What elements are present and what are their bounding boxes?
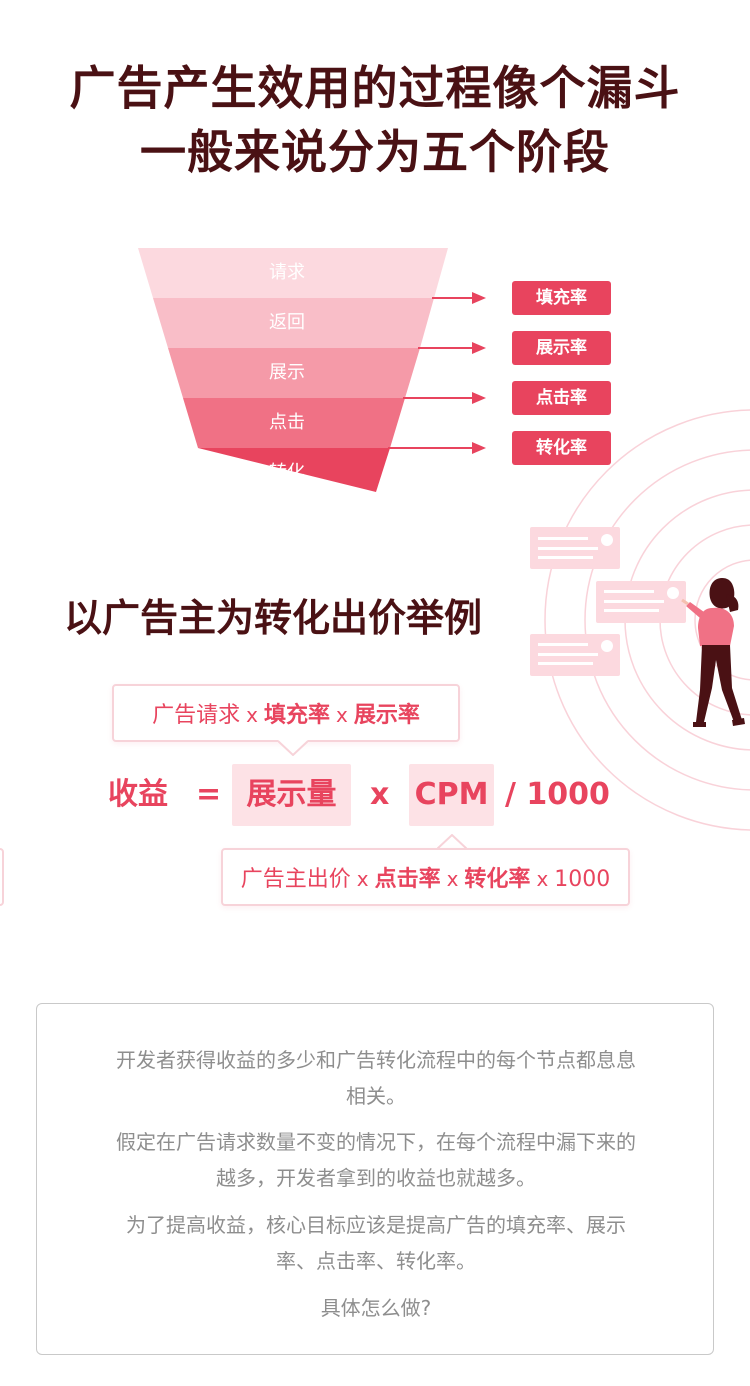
bubble-bottom-part1: 广告主出价 <box>240 867 351 892</box>
explanation-paragraph-2: 假定在广告请求数量不变的情况下，在每个流程中漏下来的 越多，开发者拿到的收益也就… <box>77 1124 675 1196</box>
funnel-diagram <box>138 248 486 492</box>
page-title-line-2: 一般来说分为五个阶段 <box>140 125 610 179</box>
funnel-label-conversion: 转化 <box>269 462 305 483</box>
formula-divisor: / 1000 <box>505 777 610 812</box>
page-title-line-1: 广告产生效用的过程像个漏斗 <box>69 61 681 115</box>
person-figure <box>681 578 745 727</box>
bubble-bottom-part2: 点击率 <box>374 867 441 892</box>
info-card-1 <box>530 527 620 569</box>
funnel-stage-click <box>183 398 405 448</box>
explanation-paragraph-3: 为了提高收益，核心目标应该是提高广告的填充率、展示 率、点击率、转化率。 <box>77 1207 675 1279</box>
formula-cpm-chip: CPM <box>409 764 494 826</box>
formula-revenue-label: 收益 <box>108 777 168 812</box>
ring-1 <box>694 559 750 681</box>
bubble-bottom-pointer <box>437 834 467 850</box>
bubble-top-op2: x <box>336 703 348 727</box>
bubble-top-part2: 填充率 <box>263 703 330 728</box>
formula-equals: = <box>196 777 222 812</box>
bubble-top-op1: x <box>246 703 258 727</box>
formula-times: x <box>370 777 390 812</box>
info-card-3 <box>530 634 620 676</box>
bubble-bottom-op2: x <box>446 867 459 891</box>
bubble-top-pointer <box>278 740 308 756</box>
bubble-top-part3: 展示率 <box>353 703 420 728</box>
ring-5 <box>544 409 750 831</box>
funnel-label-return: 返回 <box>269 312 305 333</box>
funnel-label-click: 点击 <box>269 412 305 433</box>
explanation-p1-line2: 相关。 <box>346 1084 406 1108</box>
bubble-bottom-op1: x <box>356 867 369 891</box>
funnel-stage-request <box>138 248 448 298</box>
explanation-p1-line1: 开发者获得收益的多少和广告转化流程中的每个节点都息息 <box>116 1048 636 1072</box>
bubble-bottom-part3: 转化率 <box>464 867 531 892</box>
explanation-box: 开发者获得收益的多少和广告转化流程中的每个节点都息息 相关。 假定在广告请求数量… <box>36 1003 714 1355</box>
funnel-stage-display <box>168 348 420 398</box>
rate-badge-fill: 填充率 <box>512 281 611 315</box>
rate-badge-display: 展示率 <box>512 331 611 365</box>
explanation-question: 具体怎么做? <box>320 1296 432 1320</box>
formula-impressions-chip: 展示量 <box>232 764 351 826</box>
explanation-p2-line1: 假定在广告请求数量不变的情况下，在每个流程中漏下来的 <box>116 1130 636 1154</box>
funnel-label-request: 请求 <box>269 262 305 283</box>
bubble-top-part1: 广告请求 <box>152 703 241 728</box>
explanation-p3-line1: 为了提高收益，核心目标应该是提高广告的填充率、展示 <box>126 1213 626 1237</box>
funnel-stage-return <box>153 298 434 348</box>
explanation-p2-line2: 越多，开发者拿到的收益也就越多。 <box>216 1166 536 1190</box>
info-card-2 <box>596 581 686 623</box>
bubble-bottom-part4: 1000 <box>554 867 611 892</box>
funnel-label-display: 展示 <box>269 362 305 383</box>
example-title: 以广告主为转化出价举例 <box>64 596 483 640</box>
edge-card-fragment <box>0 848 4 906</box>
bubble-bottom-op3: x <box>536 867 549 891</box>
explanation-paragraph-1: 开发者获得收益的多少和广告转化流程中的每个节点都息息 相关。 <box>77 1042 675 1114</box>
rate-badge-click: 点击率 <box>512 381 611 415</box>
presenter-illustration <box>530 409 750 831</box>
rate-badge-conversion: 转化率 <box>512 431 611 465</box>
explanation-p3-line2: 率、点击率、转化率。 <box>276 1249 476 1273</box>
funnel-stage-conversion <box>198 448 390 492</box>
ring-4 <box>584 449 750 791</box>
